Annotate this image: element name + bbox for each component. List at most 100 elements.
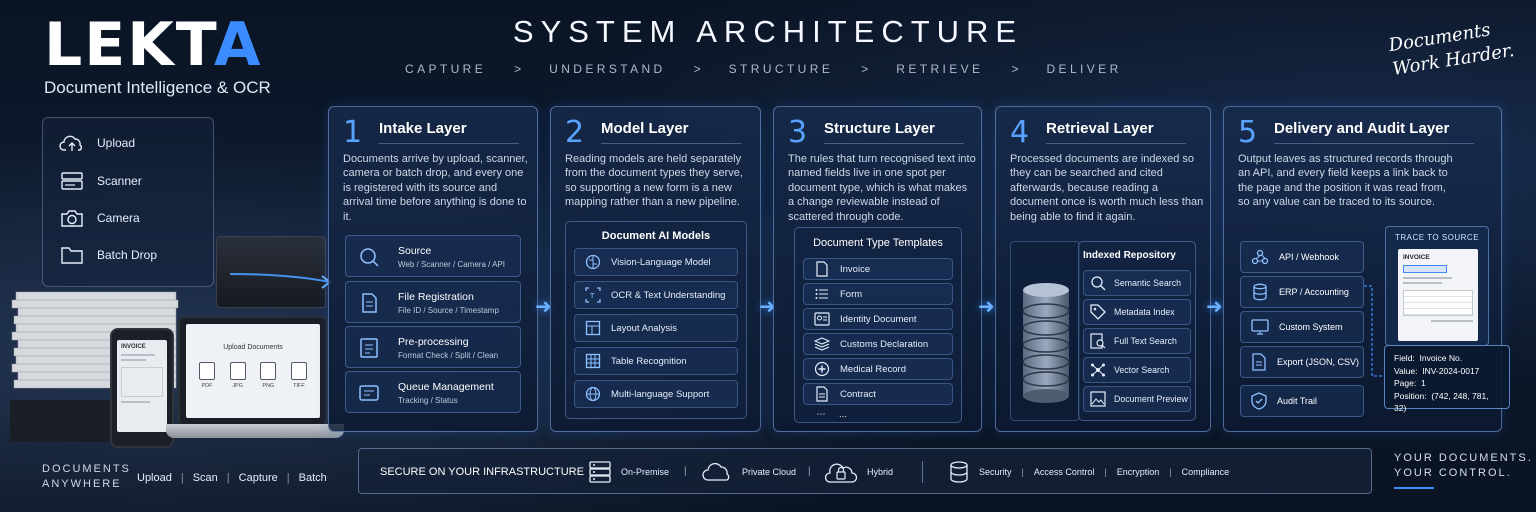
logo: LEKTA [44, 14, 271, 76]
item-label: Medical Record [840, 363, 906, 375]
deploy-hybrid[interactable]: Hybrid [825, 460, 893, 484]
intake-step-source[interactable]: Source Web / Scanner / Camera / API [345, 235, 521, 277]
source-scanner[interactable]: Scanner [59, 170, 142, 192]
repo-item[interactable]: Document Preview [1083, 386, 1191, 412]
source-upload[interactable]: Upload [59, 132, 135, 154]
output-export[interactable]: Export (JSON, CSV) [1240, 346, 1364, 378]
repo-item[interactable]: Metadata Index [1083, 299, 1191, 325]
step-title: Queue Management [398, 381, 494, 393]
layer-description: Processed documents are indexed so they … [1010, 153, 1204, 223]
model-item[interactable]: Table Recognition [574, 347, 738, 375]
flow-separator: > [514, 62, 522, 76]
feature-encryption[interactable]: Encryption [1116, 467, 1160, 477]
documents-anywhere-line1: DOCUMENTS [42, 463, 131, 475]
link-capture[interactable]: Capture [238, 472, 278, 484]
text-search-icon [1090, 333, 1106, 349]
item-label: Vision-Language Model [611, 256, 711, 268]
output-custom-system[interactable]: Custom System [1240, 311, 1364, 343]
flow-step-structure: STRUCTURE [728, 62, 834, 76]
layer-card-model: 2 Model Layer Reading models are held se… [550, 106, 761, 432]
template-item[interactable]: Contract [803, 383, 953, 405]
database-stack [1010, 241, 1080, 421]
format-jpg[interactable]: JPG [227, 362, 249, 389]
separator: | [1104, 467, 1107, 477]
step-subtitle: File ID / Source / Timestamp [398, 306, 499, 315]
separator: | [684, 466, 687, 477]
panel-title: Document Type Templates [813, 237, 943, 249]
link-upload[interactable]: Upload [137, 472, 172, 484]
cloud-upload-icon [59, 132, 85, 154]
output-api-webhook[interactable]: API / Webhook [1240, 241, 1364, 273]
layer-description: The rules that turn recognised text into… [788, 153, 976, 223]
field-trace-details: Field: Invoice No. Value: INV-2024-0017 … [1384, 345, 1510, 413]
feature-compliance[interactable]: Compliance [1181, 467, 1230, 477]
phone: INVOICE [110, 328, 174, 448]
layer-title: Retrieval Layer [1046, 120, 1154, 137]
source-batch-drop[interactable]: Batch Drop [59, 244, 157, 266]
model-item[interactable]: Vision-Language Model [574, 248, 738, 276]
flow-step-capture: CAPTURE [405, 62, 487, 76]
item-label: Document Preview [1114, 394, 1188, 404]
flow-separator: > [861, 62, 869, 76]
intake-step-pre-processing[interactable]: Pre-processing Format Check / Split / Cl… [345, 326, 521, 368]
intake-step-file-registration[interactable]: File Registration File ID / Source / Tim… [345, 281, 521, 323]
value-row: Value: INV-2024-0017 [1394, 365, 1500, 378]
link-scan[interactable]: Scan [192, 472, 218, 484]
field-row: Field: Invoice No. [1394, 352, 1500, 365]
repo-item[interactable]: Semantic Search [1083, 270, 1191, 296]
template-item[interactable]: Identity Document [803, 308, 953, 330]
trace-to-source-panel[interactable]: TRACE TO SOURCE INVOICE [1385, 226, 1489, 346]
page-row: Page: 1 [1394, 377, 1500, 390]
layer-number: 1 [343, 115, 363, 150]
divider [379, 143, 519, 144]
vector-icon [1090, 362, 1106, 378]
repo-item[interactable]: Vector Search [1083, 357, 1191, 383]
model-item[interactable]: Layout Analysis [574, 314, 738, 342]
panel-title: Document AI Models [601, 230, 711, 242]
template-item[interactable]: Medical Record [803, 358, 953, 380]
logo-text: LEKT [44, 10, 214, 80]
link-batch[interactable]: Batch [298, 472, 327, 484]
output-erp-accounting[interactable]: ERP / Accounting [1240, 276, 1364, 308]
field-key: Page: [1394, 378, 1417, 388]
layer-title: Model Layer [601, 120, 689, 137]
trace-title: TRACE TO SOURCE [1394, 233, 1480, 242]
format-pdf[interactable]: PDF [196, 362, 218, 389]
template-item-more[interactable]: ⋯... [803, 407, 953, 421]
repo-item[interactable]: Full Text Search [1083, 328, 1191, 354]
search-icon [1090, 275, 1106, 291]
output-audit-trail[interactable]: Audit Trail [1240, 385, 1364, 417]
folder-icon [59, 244, 85, 266]
deploy-label: Private Cloud [742, 467, 797, 477]
intake-step-queue-management[interactable]: Queue Management Tracking / Status [345, 371, 521, 413]
source-camera[interactable]: Camera [59, 207, 140, 229]
page-title: SYSTEM ARCHITECTURE [512, 14, 1024, 49]
export-icon [1251, 353, 1267, 371]
model-item[interactable]: Multi-language Support [574, 380, 738, 408]
template-item[interactable]: Invoice [803, 258, 953, 280]
layer-number: 2 [565, 115, 585, 150]
field-value: Invoice No. [1419, 353, 1463, 363]
item-label: Vector Search [1114, 365, 1170, 375]
slogan-line1: YOUR DOCUMENTS. [1394, 452, 1533, 464]
phone-screen: INVOICE [117, 340, 167, 432]
footer-slogan: YOUR DOCUMENTS. YOUR CONTROL. [1394, 451, 1533, 481]
format-tiff[interactable]: TIFF [288, 362, 310, 389]
database-icon [949, 461, 969, 483]
deploy-private-cloud[interactable]: Private Cloud [702, 460, 796, 484]
format-label: TIFF [293, 383, 305, 389]
template-item[interactable]: Form [803, 283, 953, 305]
source-label: Upload [97, 136, 136, 150]
list-icon [814, 286, 830, 302]
feature-security[interactable]: Security [979, 467, 1012, 477]
feature-access-control[interactable]: Access Control [1033, 467, 1095, 477]
format-png[interactable]: PNG [257, 362, 279, 389]
deploy-on-premise[interactable]: On-Premise [589, 460, 669, 484]
separator: | [1169, 467, 1172, 477]
field-key: Field: [1394, 353, 1415, 363]
item-label: Semantic Search [1114, 278, 1181, 288]
item-label: Table Recognition [611, 355, 687, 367]
template-item[interactable]: Customs Declaration [803, 333, 953, 355]
search-icon [358, 246, 380, 268]
